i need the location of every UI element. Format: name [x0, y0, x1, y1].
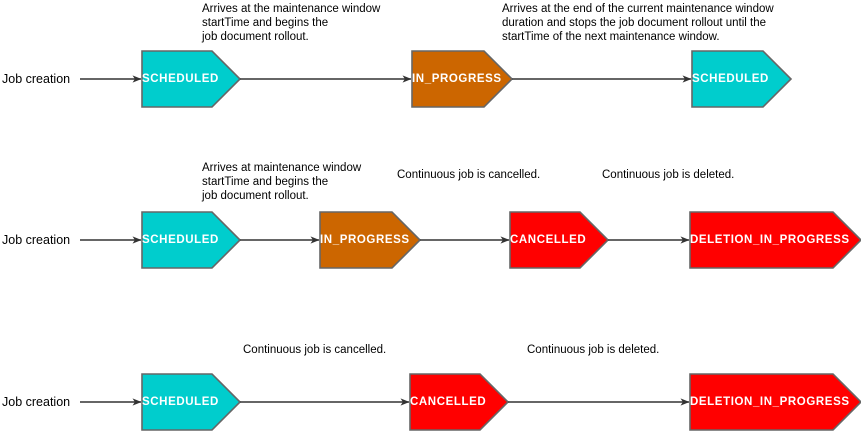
state-node-in-progress: IN_PROGRESS [412, 51, 512, 107]
state-node-cancelled: CANCELLED [410, 374, 508, 430]
state-node-scheduled: SCHEDULED [692, 51, 791, 107]
node-shape-cancelled [509, 211, 610, 269]
transition-annotation: Continuous job is deleted. [527, 344, 660, 356]
state-node-label: SCHEDULED [142, 234, 219, 246]
entry-label-job-creation: Job creation [2, 72, 71, 86]
entry-label-job-creation: Job creation [2, 233, 71, 247]
state-node-label: DELETION_IN_PROGRESS [690, 396, 850, 408]
state-node-scheduled: SCHEDULED [142, 51, 240, 107]
state-node-label: SCHEDULED [142, 73, 219, 85]
state-node-cancelled: CANCELLED [510, 212, 608, 268]
state-node-label: IN_PROGRESS [412, 73, 502, 85]
node-shape-in-progress [319, 211, 422, 269]
node-shape-scheduled [141, 50, 242, 108]
transition-annotation: Continuous job is deleted. [602, 169, 735, 181]
state-node-label: DELETION_IN_PROGRESS [690, 234, 850, 246]
transition-annotation: Arrives at maintenance window startTime … [202, 162, 362, 202]
state-node-label: CANCELLED [410, 396, 487, 408]
node-shape-cancelled [409, 373, 510, 431]
state-node-label: SCHEDULED [142, 396, 219, 408]
node-shape-deletion-in-progress [689, 211, 861, 269]
state-node-deletion-in-progress: DELETION_IN_PROGRESS [690, 212, 861, 268]
transition-annotation: Continuous job is cancelled. [397, 169, 541, 181]
node-shape-scheduled [691, 50, 793, 108]
node-shape-deletion-in-progress [689, 373, 861, 431]
transition-annotation: Arrives at the end of the current mainte… [502, 3, 774, 43]
state-node-scheduled: SCHEDULED [142, 212, 240, 268]
state-node-label: SCHEDULED [692, 73, 769, 85]
node-shape-scheduled [141, 373, 242, 431]
state-node-deletion-in-progress: DELETION_IN_PROGRESS [690, 374, 861, 430]
state-node-scheduled: SCHEDULED [142, 374, 240, 430]
transition-annotation: Arrives at the maintenance window startT… [202, 3, 381, 43]
node-shape-scheduled [141, 211, 242, 269]
state-node-in-progress: IN_PROGRESS [320, 212, 420, 268]
node-shape-in-progress [411, 50, 514, 108]
entry-label-job-creation: Job creation [2, 395, 71, 409]
transition-annotation: Continuous job is cancelled. [243, 344, 387, 356]
state-node-label: IN_PROGRESS [320, 234, 410, 246]
state-node-label: CANCELLED [510, 234, 587, 246]
